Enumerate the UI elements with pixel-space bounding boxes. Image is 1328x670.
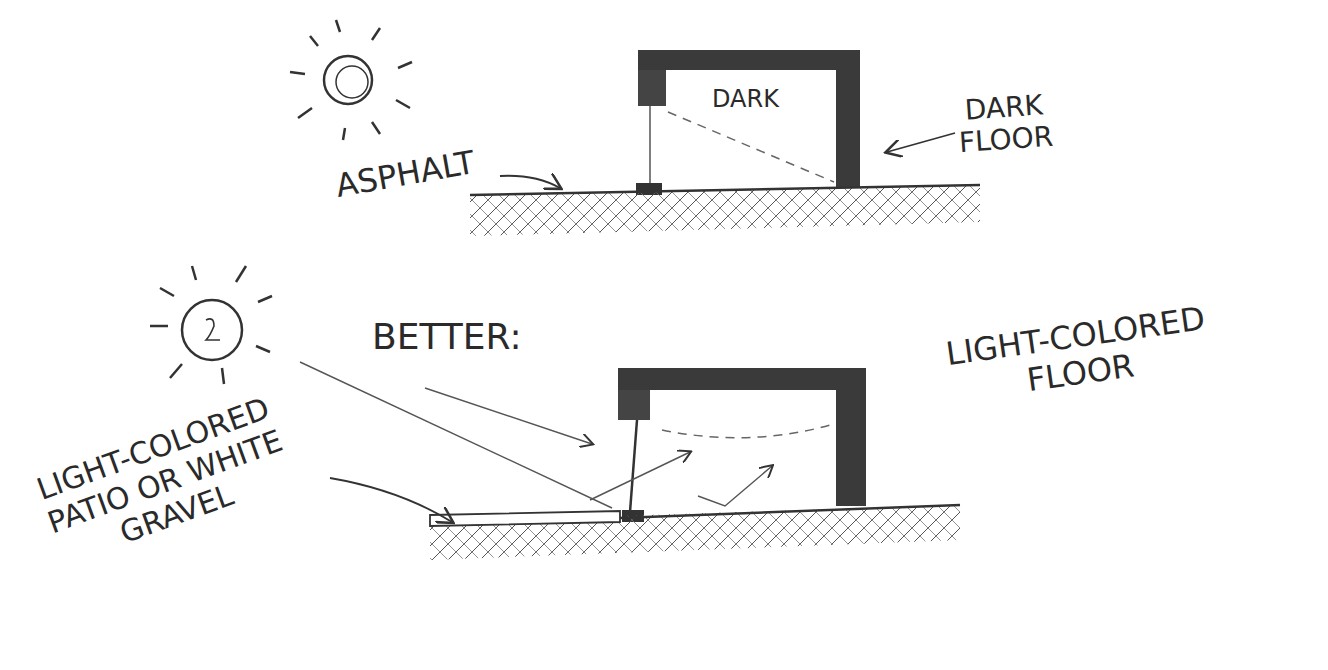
ground-bottom [430, 505, 960, 560]
floor-note: DARK FLOOR [928, 87, 1082, 162]
room-label: DARK [712, 86, 779, 114]
light-rays [300, 362, 772, 508]
ground-top [470, 185, 980, 236]
sun-top [290, 20, 412, 140]
heading-note: BETTER: [372, 316, 522, 357]
leader-arrow [887, 133, 955, 152]
leader-arrow [330, 478, 452, 522]
ground-note: LIGHT-COLORED PATIO OR WHITE GRAVEL [24, 388, 306, 575]
sun-bottom [150, 266, 272, 384]
building-bottom [618, 368, 866, 522]
leader-arrow [500, 176, 560, 188]
ground-note: ASPHALT [333, 144, 478, 205]
floor-note: LIGHT-COLORED FLOOR [924, 297, 1231, 412]
building-top [636, 50, 860, 195]
